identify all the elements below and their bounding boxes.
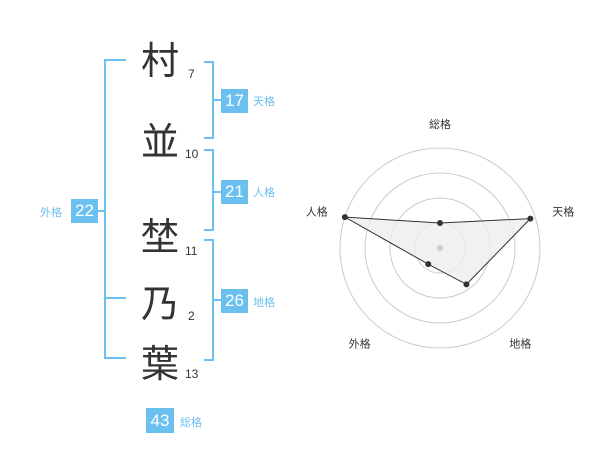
radar-axis-label-2: 天格: [552, 205, 574, 219]
gaikaku-bracket: [104, 59, 126, 359]
chikaku-badge: 26: [221, 289, 248, 313]
stroke-count-3: 11: [185, 244, 198, 258]
radar-axis-label-3: 地格: [509, 336, 531, 350]
stroke-count-5: 13: [185, 367, 199, 381]
tenkaku-bracket: [204, 61, 214, 139]
gaikaku-badge: 22: [71, 199, 98, 223]
name-char-3: 埜: [141, 215, 180, 259]
stroke-count-4: 2: [188, 309, 195, 323]
radar-grid-ring-4: [339, 147, 541, 349]
stroke-count-2: 10: [185, 147, 199, 161]
radar-point-3: [463, 281, 470, 288]
radar-axis-label-4: 外格: [349, 336, 371, 350]
tenkaku-label: 天格: [253, 95, 275, 108]
radar-grid-ring-3: [364, 172, 516, 324]
radar-center-point: [437, 245, 443, 251]
radar-axis-label-1: 総格: [429, 117, 451, 131]
jinkaku-bracket: [204, 149, 214, 231]
soukaku-badge: 43: [146, 408, 174, 433]
name-bracket-lines: [97, 59, 221, 361]
name-char-2: 並: [141, 120, 180, 164]
name-char-4: 乃: [141, 282, 180, 326]
chikaku-label: 地格: [253, 296, 275, 309]
radar-data-area: [344, 216, 532, 286]
gaikaku-label: 外格: [40, 206, 62, 219]
chikaku-bracket: [204, 239, 214, 361]
radar-point-4: [425, 261, 432, 268]
radar-point-1: [437, 220, 443, 226]
soukaku-label: 総格: [180, 416, 202, 429]
stroke-count-1: 7: [188, 67, 195, 81]
name-char-1: 村: [141, 39, 180, 83]
radar-axis-label-5: 人格: [306, 205, 328, 219]
radar-point-2: [527, 215, 534, 222]
jinkaku-label: 人格: [253, 186, 275, 199]
radar-point-5: [341, 214, 348, 221]
name-char-5: 葉: [141, 342, 180, 386]
tenkaku-badge: 17: [221, 89, 248, 113]
jinkaku-badge: 21: [221, 180, 248, 204]
